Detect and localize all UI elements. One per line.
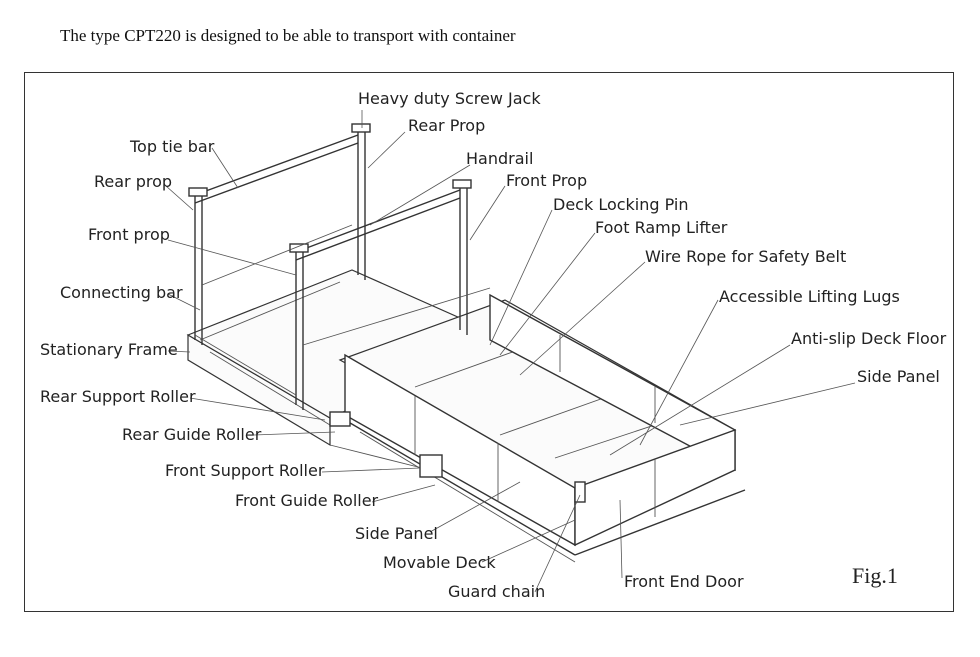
- label-wire-rope: Wire Rope for Safety Belt: [645, 247, 846, 266]
- page-caption: The type CPT220 is designed to be able t…: [60, 26, 516, 45]
- label-rear-support-roller: Rear Support Roller: [40, 387, 196, 406]
- label-front-prop-left: Front prop: [88, 225, 170, 244]
- label-top-tie-bar: Top tie bar: [129, 137, 215, 156]
- diagram-labels: Heavy duty Screw Jack Rear Prop Top tie …: [40, 89, 947, 601]
- label-side-panel-right: Side Panel: [857, 367, 940, 386]
- figure-label: Fig.1: [852, 563, 898, 588]
- label-guard-chain: Guard chain: [448, 582, 545, 601]
- label-rear-prop-top: Rear Prop: [408, 116, 485, 135]
- label-foot-ramp-lifter: Foot Ramp Lifter: [595, 218, 728, 237]
- label-anti-slip-deck-floor: Anti-slip Deck Floor: [791, 329, 947, 348]
- label-deck-locking-pin: Deck Locking Pin: [553, 195, 689, 214]
- label-handrail: Handrail: [466, 149, 533, 168]
- label-accessible-lifting-lugs: Accessible Lifting Lugs: [719, 287, 900, 306]
- label-stationary-frame: Stationary Frame: [40, 340, 178, 359]
- label-front-prop-top: Front Prop: [506, 171, 587, 190]
- label-rear-prop-left: Rear prop: [94, 172, 172, 191]
- label-heavy-duty-screw-jack: Heavy duty Screw Jack: [358, 89, 541, 108]
- platform-drawing: [186, 123, 746, 563]
- label-front-guide-roller: Front Guide Roller: [235, 491, 379, 510]
- label-front-support-roller: Front Support Roller: [165, 461, 325, 480]
- label-front-end-door: Front End Door: [624, 572, 744, 591]
- label-movable-deck: Movable Deck: [383, 553, 496, 572]
- label-side-panel-bottom: Side Panel: [355, 524, 438, 543]
- leader-lines: [165, 110, 856, 593]
- label-connecting-bar: Connecting bar: [60, 283, 183, 302]
- label-rear-guide-roller: Rear Guide Roller: [122, 425, 262, 444]
- figure-frame: [24, 72, 954, 612]
